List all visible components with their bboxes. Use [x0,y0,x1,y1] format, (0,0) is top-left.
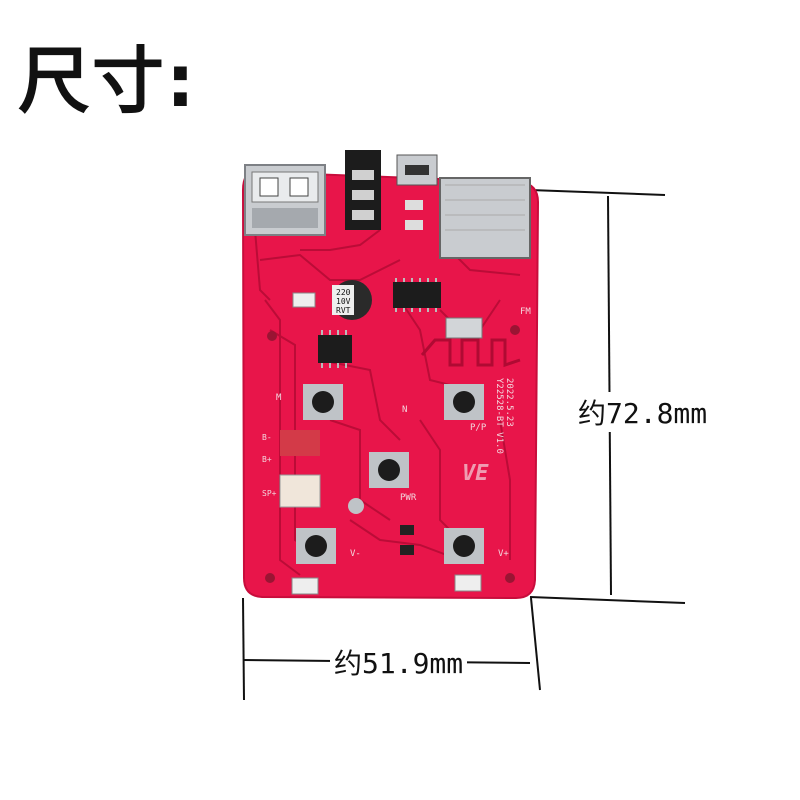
ic-chip-top [393,278,441,312]
svg-text:M: M [276,393,282,403]
width-dimension-label: 约51.9mm [330,642,468,682]
svg-text:10V: 10V [336,297,351,306]
mounting-holes [265,325,520,583]
svg-text:PWR: PWR [400,493,417,503]
button-vminus [296,528,336,564]
svg-text:B+: B+ [262,455,272,464]
audio-jack [345,150,381,230]
usb-port [244,164,326,236]
svg-text:B-: B- [262,433,272,442]
button-pwr [369,452,409,488]
antenna-trace [420,338,521,368]
svg-text:Y22528-BT V1.0: Y22528-BT V1.0 [494,378,504,454]
svg-text:2022.5.23: 2022.5.23 [504,378,514,427]
svg-text:FM: FM [520,307,531,317]
micro-usb [396,154,438,186]
svg-text:N: N [402,405,407,415]
svg-text:P/P: P/P [470,423,487,433]
page-title: 尺寸: [18,39,197,123]
sd-card-slot [439,177,531,259]
crystal-oscillator [445,317,483,339]
capacitor: 220 10V RVT [332,280,372,320]
svg-text:V+: V+ [498,549,509,559]
svg-text:VE: VE [462,461,489,486]
button-m [303,384,343,420]
button-vplus [444,528,484,564]
small-components [279,200,482,595]
ic-chip-amp [318,330,352,368]
button-pp [444,384,484,420]
svg-text:RVT: RVT [336,306,351,315]
svg-text:SP+: SP+ [262,489,277,498]
svg-text:220: 220 [336,288,351,297]
silkscreen-labels: FM M N P/P PWR V- V+ B- B+ SP+ 2022.5.23… [262,307,531,559]
svg-text:V-: V- [350,549,361,559]
tactile-buttons [296,384,484,564]
height-dimension-label: 约72.8mm [574,392,712,432]
